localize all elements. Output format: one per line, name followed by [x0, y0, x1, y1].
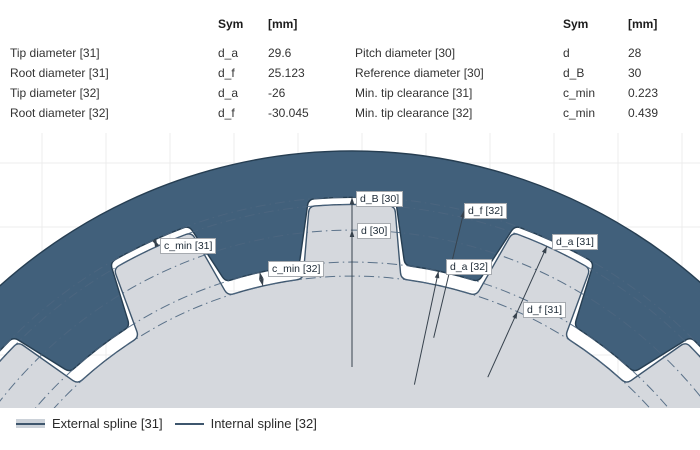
row-symbol: d_a — [218, 86, 239, 100]
dim-label-d_f-31: d_f [31] — [523, 302, 567, 318]
dim-d_a-32-line — [413, 270, 439, 385]
external-spline-swatch-icon — [16, 419, 45, 428]
row-symbol: d_B — [563, 66, 585, 80]
plot-area — [0, 133, 700, 408]
legend-label: External spline [31] — [52, 416, 163, 431]
column-header-sym: Sym — [563, 17, 589, 31]
row-value: 29.6 — [268, 46, 292, 60]
dim-d_B-d-30-arrowhead-icon — [349, 230, 355, 237]
dim-label-c_min-31: c_min [31] — [160, 238, 217, 254]
legend-item-internal-spline: Internal spline [32] — [174, 416, 317, 431]
row-label: Tip diameter [31] — [10, 46, 100, 60]
dim-label-d_a-31: d_a [31] — [552, 234, 598, 250]
legend-item-external-spline: External spline [31] — [16, 416, 163, 431]
swatch-line-icon — [16, 422, 45, 425]
dim-label-d_f-32: d_f [32] — [464, 203, 508, 219]
row-symbol: c_min — [563, 106, 596, 120]
row-symbol: d_f — [218, 66, 235, 80]
dim-label-d_a-32: d_a [32] — [446, 259, 492, 275]
row-value: 25.123 — [268, 66, 305, 80]
row-value: 30 — [628, 66, 642, 80]
row-label: Tip diameter [32] — [10, 86, 100, 100]
legend: External spline [31] Internal spline [32] — [16, 416, 329, 431]
row-label: Min. tip clearance [31] — [355, 86, 473, 100]
row-value: -26 — [268, 86, 286, 100]
dim-c_min-31-arrowhead-icon — [152, 239, 158, 247]
row-symbol: d_f — [218, 106, 235, 120]
row-label: Root diameter [32] — [10, 106, 109, 120]
centerline-circle — [0, 196, 700, 352]
internal-spline-profile — [0, 150, 700, 372]
row-value: 0.439 — [628, 106, 659, 120]
row-value: 0.223 — [628, 86, 659, 100]
internal-spline-swatch-icon — [174, 422, 204, 425]
dim-label-d_B-30: d_B [30] — [356, 191, 404, 207]
row-label: Reference diameter [30] — [355, 66, 484, 80]
row-value: 28 — [628, 46, 642, 60]
row-label: Root diameter [31] — [10, 66, 109, 80]
external-spline-profile — [0, 203, 700, 408]
dim-d_a-d_f-31-arrowhead-icon — [541, 246, 547, 254]
dim-d_f-32-arrowhead-icon — [460, 210, 465, 218]
dim-d_a-32-arrowhead-icon — [434, 271, 440, 279]
legend-label: Internal spline [32] — [210, 416, 317, 431]
dim-d_a-d_f-31-arrowhead-icon — [512, 311, 518, 319]
row-label: Pitch diameter [30] — [355, 46, 456, 60]
dim-label-c_min-32: c_min [32] — [268, 261, 325, 277]
dim-c_min-32-arrowhead-icon — [259, 272, 264, 280]
column-header-sym: Sym — [218, 17, 244, 31]
row-symbol: d_a — [218, 46, 239, 60]
dim-c_min-32-arrowhead-icon — [259, 278, 264, 286]
column-header-unit: [mm] — [628, 17, 658, 31]
dim-label-d-30: d [30] — [357, 223, 392, 239]
row-value: -30.045 — [268, 106, 309, 120]
row-symbol: d — [563, 46, 570, 60]
column-header-unit: [mm] — [268, 17, 298, 31]
row-symbol: c_min — [563, 86, 596, 100]
dim-d_B-d-30-arrowhead-icon — [349, 197, 355, 205]
row-label: Min. tip clearance [32] — [355, 106, 473, 120]
